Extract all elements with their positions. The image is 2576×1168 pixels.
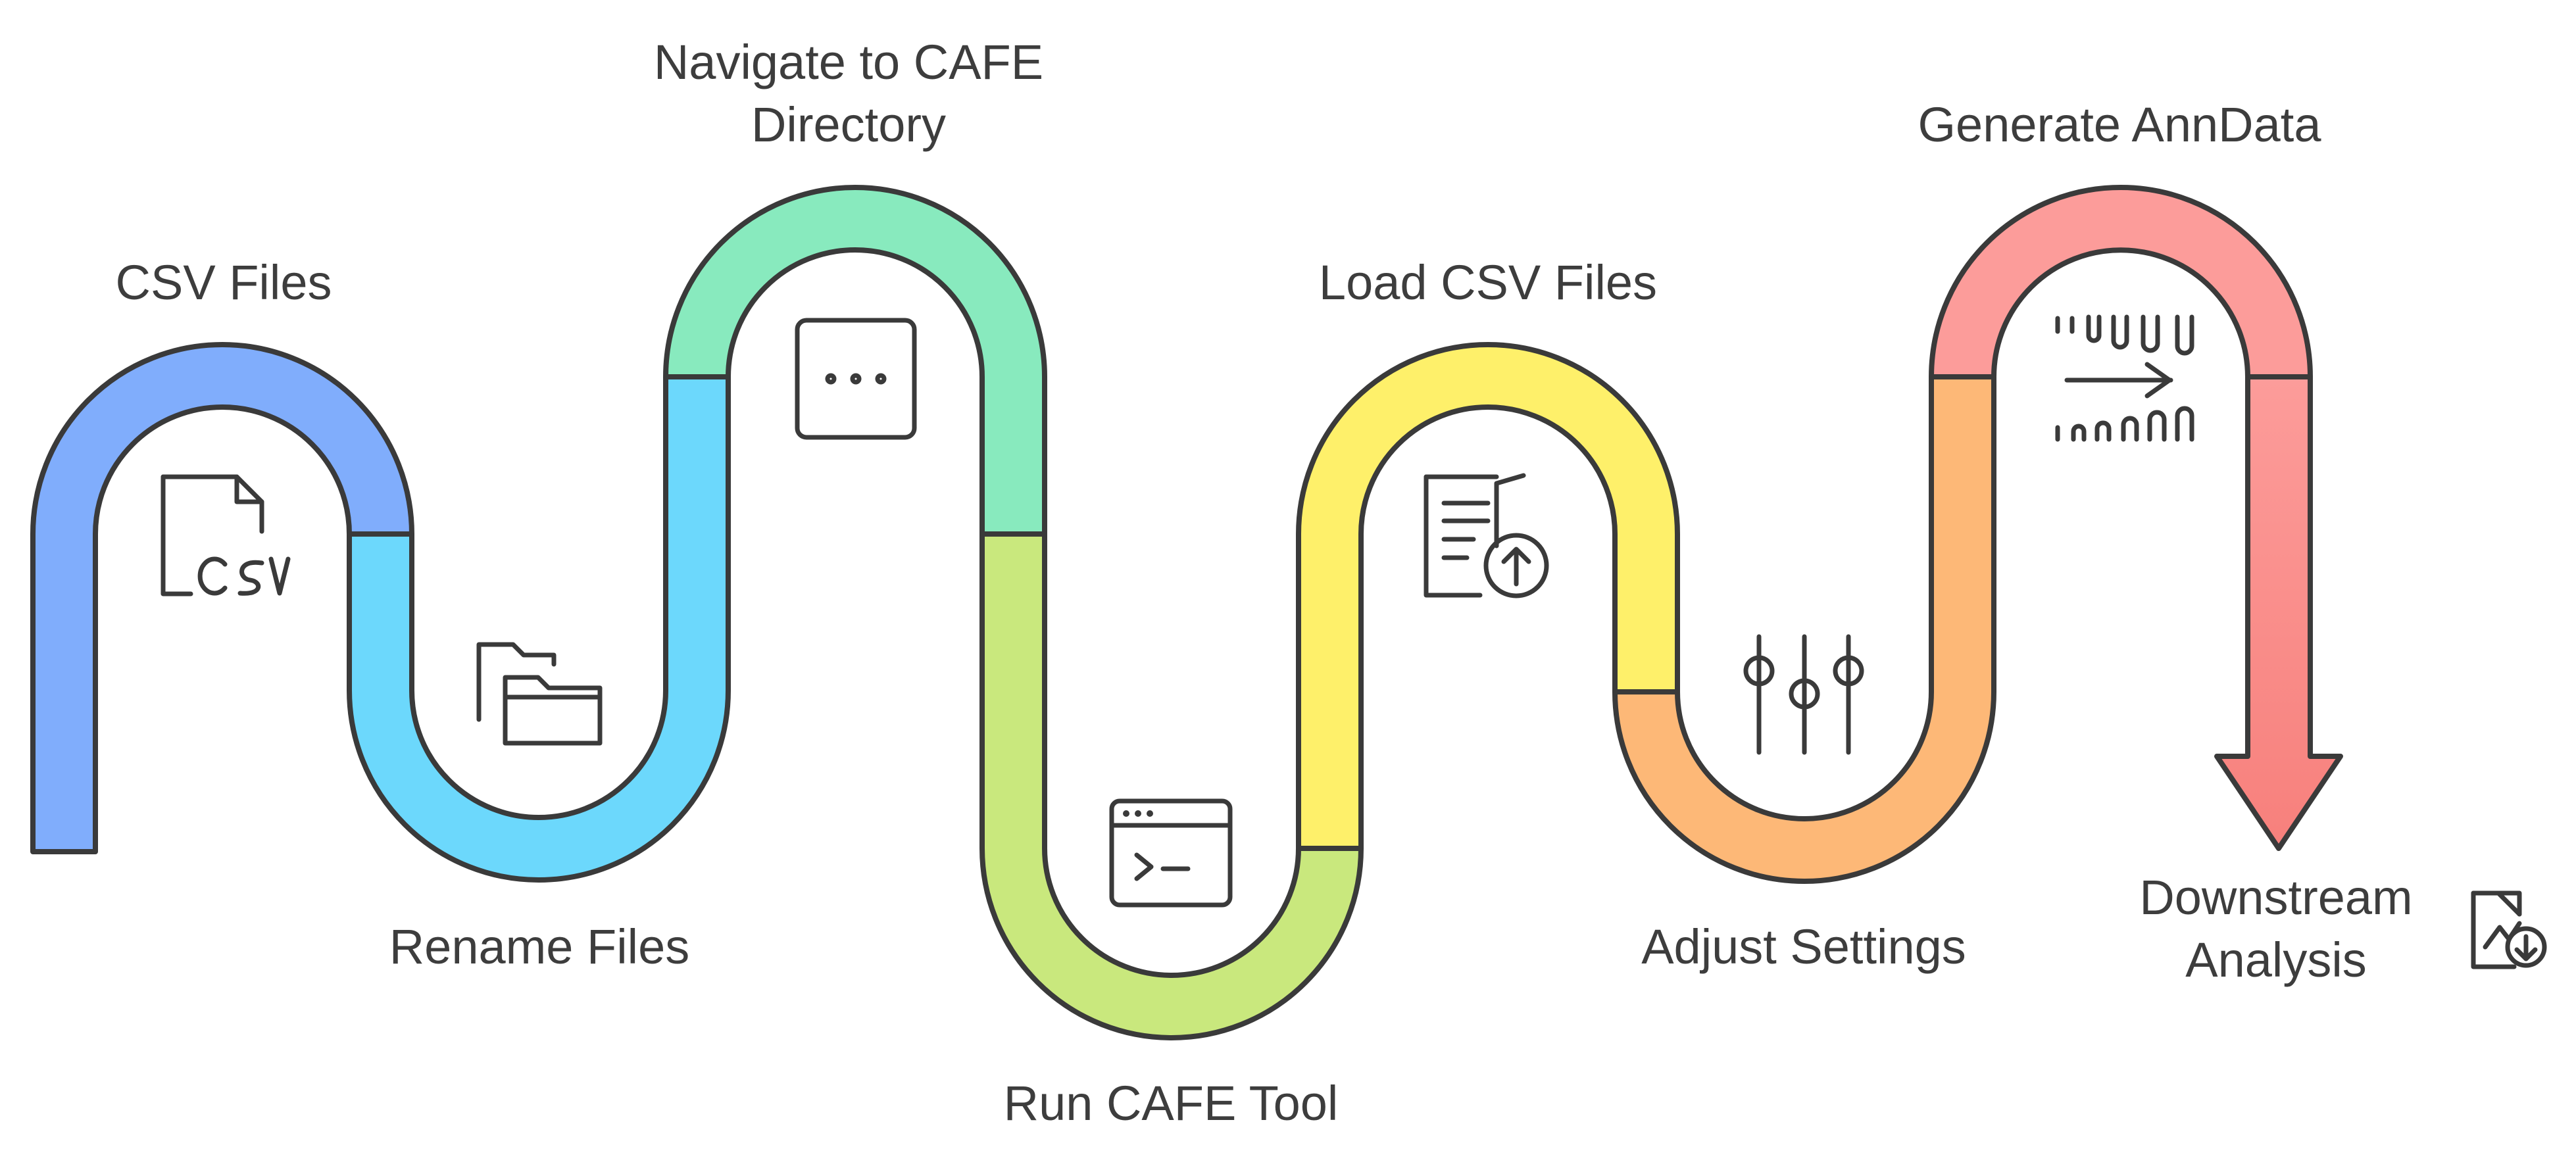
label-downstream-line-1: Downstream	[2139, 870, 2412, 925]
segment-generate-anndata	[1929, 185, 2313, 379]
segment-adjust-settings	[1612, 374, 1996, 884]
segment-load-csv	[1296, 342, 1680, 851]
label-csv-files: CSV Files	[116, 255, 332, 310]
label-rename-files: Rename Files	[389, 919, 690, 974]
segment-run-cafe	[979, 531, 1364, 1040]
document-upload-icon	[1424, 473, 1549, 598]
label-generate-anndata: Generate AnnData	[1918, 97, 2322, 152]
segment-navigate	[663, 185, 1047, 537]
label-load-csv-files: Load CSV Files	[1319, 255, 1657, 310]
segment-csv-files	[30, 342, 414, 854]
terminal-icon	[1109, 798, 1233, 908]
label-navigate-line-1: Navigate to CAFE	[654, 35, 1043, 89]
labels: CSV Files Rename Files Navigate to CAFE …	[116, 35, 2413, 1131]
segment-rename-files	[347, 374, 731, 883]
folders-icon	[476, 642, 603, 746]
more-dots-icon	[795, 318, 917, 440]
csv-file-icon	[161, 474, 291, 596]
label-downstream-line-2: Analysis	[2185, 933, 2367, 987]
label-navigate-line-2: Directory	[751, 97, 946, 152]
ribbon	[30, 185, 2343, 1040]
label-run-cafe-tool: Run CAFE Tool	[1004, 1076, 1339, 1131]
chart-download-icon	[2471, 890, 2547, 969]
segment-downstream-arrow	[2214, 374, 2343, 851]
transform-arrow-icon	[2055, 314, 2194, 442]
sliders-icon	[1743, 634, 1864, 755]
label-adjust-settings: Adjust Settings	[1641, 919, 1966, 974]
